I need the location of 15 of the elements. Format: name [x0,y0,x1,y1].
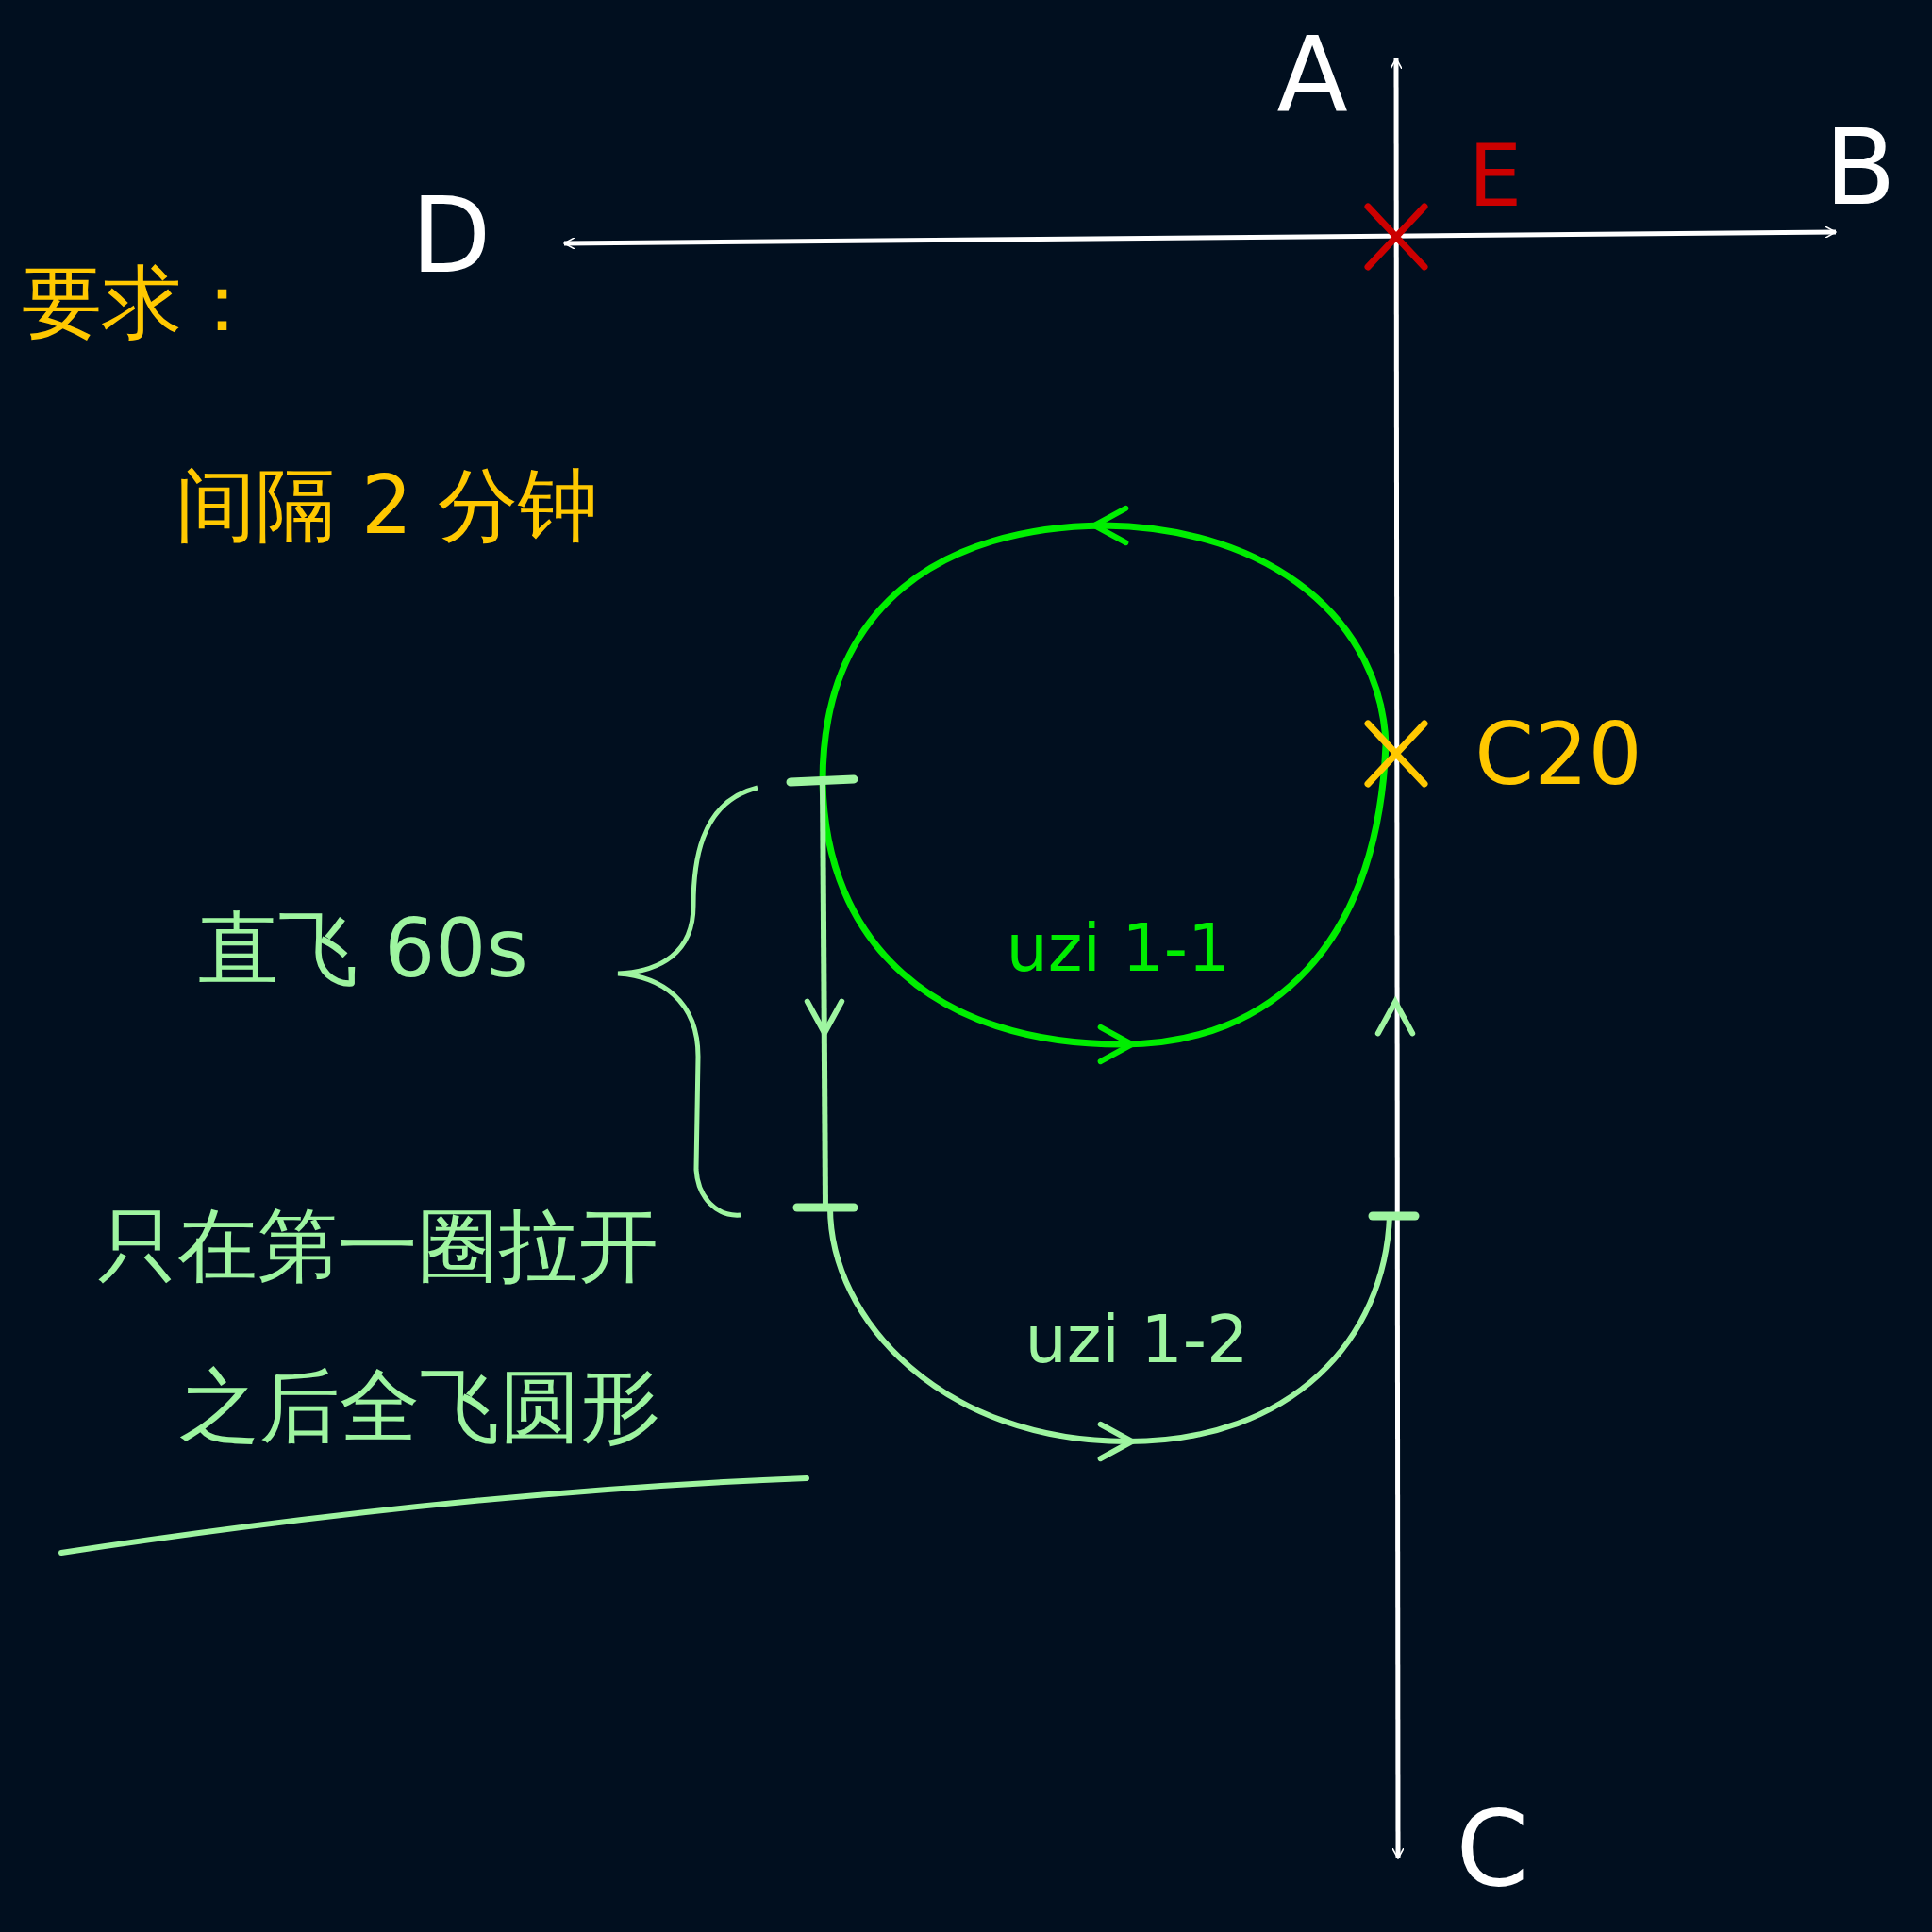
axis-arrow [1390,58,1405,1859]
note-text: 之后全飞圆形 [179,1365,660,1446]
axis-label: D [410,184,491,288]
path-label: uzi 1-2 [1024,1307,1249,1373]
point-label: C20 [1474,712,1642,797]
axis-label: C [1456,1797,1529,1901]
letter-label: E [1468,134,1523,219]
note-text: 直飞 60s [198,908,528,989]
note-text: 只在第一圈拉开 [96,1205,658,1286]
note-text: 间隔 2 分钟 [175,464,599,545]
axis-label: A [1276,24,1348,127]
path-label: uzi 1-1 [1006,915,1230,981]
axis-label: B [1824,116,1896,220]
axis-arrow [563,225,1837,250]
heading-text: 要求： [21,261,262,342]
